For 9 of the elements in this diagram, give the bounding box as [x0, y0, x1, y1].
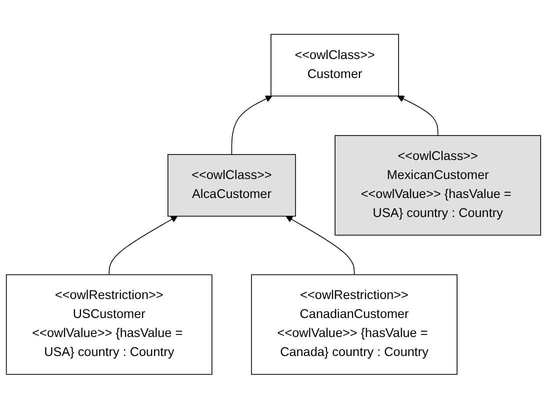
node-box: <<owlClass>> MexicanCustomer <<owlValue>> {hasValue = USA} country : Country: [334, 135, 542, 236]
node-box: <<owlRestriction>> CanadianCustomer <<owlValue>> {hasValue = Canada} country : Country: [251, 274, 458, 375]
node-box: <<owlClass>> Customer: [270, 34, 399, 97]
arrow: [231, 96, 272, 156]
node-box: <<owlRestriction>> USCustomer <<owlValue>> {hasValue = USA} country : Country: [6, 274, 212, 375]
arrow: [397, 96, 438, 136]
arrow: [108, 216, 178, 276]
node-box: <<owlClass>> AlcaCustomer: [168, 154, 296, 217]
arrow: [286, 216, 355, 276]
